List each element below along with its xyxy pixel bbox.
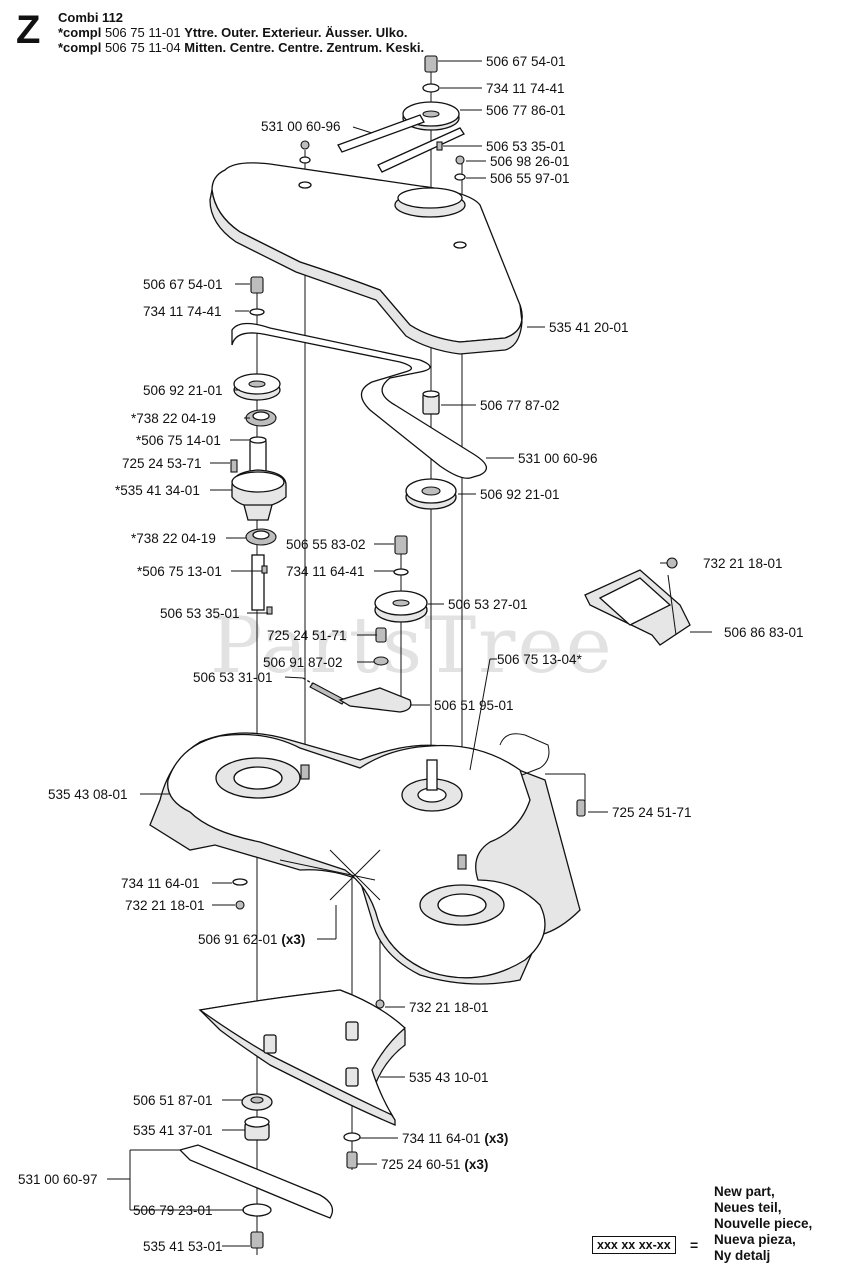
part-label: 506 67 54-01: [143, 277, 223, 292]
legend-part-box: xxx xx xx-xx: [592, 1236, 676, 1254]
part-label: 734 11 64-41: [286, 564, 365, 579]
part-label: 535 41 53-01: [143, 1239, 223, 1254]
part-label: 535 43 10-01: [409, 1070, 489, 1085]
part-label: 506 51 95-01: [434, 698, 514, 713]
part-label: 725 24 51-71: [267, 628, 347, 643]
part-labels: 506 67 54-01 734 11 74-41 506 77 86-01 5…: [18, 54, 804, 1254]
part-label: 734 11 64-01 (x3): [402, 1131, 508, 1146]
part-label: 535 41 37-01: [133, 1123, 213, 1138]
part-label: 734 11 74-41: [486, 81, 565, 96]
blade-stack: [178, 1093, 361, 1249]
bolt-head-icon: [300, 140, 310, 150]
part-label: 506 53 27-01: [448, 597, 528, 612]
header-line-2: *compl 506 75 11-04 Mitten. Centre. Cent…: [58, 40, 425, 55]
leader-lines: [107, 60, 712, 1247]
part-label: 725 24 51-71: [612, 805, 692, 820]
washer-icon: [422, 83, 440, 93]
part-label: 531 00 60-97: [18, 1172, 98, 1187]
section-letter: Z: [16, 8, 41, 52]
part-label: 506 86 83-01: [724, 625, 804, 640]
part-label: 506 67 54-01: [486, 54, 566, 69]
part-label: *535 41 34-01: [115, 483, 200, 498]
model-title: Combi 112: [58, 10, 124, 25]
part-label: 506 75 13-04*: [497, 652, 583, 667]
part-label: 531 00 60-96: [518, 451, 598, 466]
part-label: 506 92 21-01: [143, 383, 223, 398]
drive-belt: [231, 322, 487, 479]
belt-segment-icon: [337, 114, 425, 153]
part-label: 535 41 20-01: [549, 320, 629, 335]
part-label: 506 92 21-01: [480, 487, 560, 502]
part-label: 506 55 83-02: [286, 537, 366, 552]
part-label: 506 53 31-01: [193, 670, 273, 685]
part-label: 732 21 18-01: [409, 1000, 489, 1015]
top-pulley-group: [299, 55, 466, 181]
top-cover: [209, 162, 523, 355]
part-label: 506 91 62-01 (x3): [198, 932, 305, 947]
part-label: *506 75 13-01: [137, 564, 222, 579]
part-label: *506 75 14-01: [136, 433, 221, 448]
left-spindle-stack: [230, 276, 287, 615]
part-label: 734 11 74-41: [143, 304, 222, 319]
part-label: *738 22 04-19: [131, 531, 216, 546]
header-line-1: *compl 506 75 11-01 Yttre. Outer. Exteri…: [58, 25, 408, 40]
part-label: 506 77 87-02: [480, 398, 560, 413]
part-label: 506 55 97-01: [490, 171, 570, 186]
right-pulleys: [302, 390, 457, 713]
part-label: *738 22 04-19: [131, 411, 216, 426]
bottom-plate: [198, 989, 406, 1126]
bolt-icon: [424, 55, 438, 73]
mower-deck: [149, 732, 581, 985]
part-label: 725 24 60-51 (x3): [381, 1157, 488, 1172]
part-label: 506 91 87-02: [263, 655, 343, 670]
legend-equals: =: [690, 1237, 699, 1253]
part-label: 506 53 35-01: [160, 606, 240, 621]
part-label: 506 79 23-01: [133, 1203, 213, 1218]
side-bracket: [584, 557, 691, 646]
part-label: 535 43 08-01: [48, 787, 128, 802]
part-label: 506 77 86-01: [486, 103, 566, 118]
part-label: 506 51 87-01: [133, 1093, 213, 1108]
part-label: 734 11 64-01: [121, 876, 200, 891]
part-label: 725 24 53-71: [122, 456, 202, 471]
part-label: 732 21 18-01: [125, 898, 205, 913]
part-label: 506 53 35-01: [486, 139, 566, 154]
legend-text: New part, Neues teil, Nouvelle piece, Nu…: [714, 1184, 813, 1263]
part-label: 531 00 60-96: [261, 119, 341, 134]
key-icon: [436, 141, 443, 151]
part-label: 506 98 26-01: [490, 154, 570, 169]
part-label: 732 21 18-01: [703, 556, 783, 571]
